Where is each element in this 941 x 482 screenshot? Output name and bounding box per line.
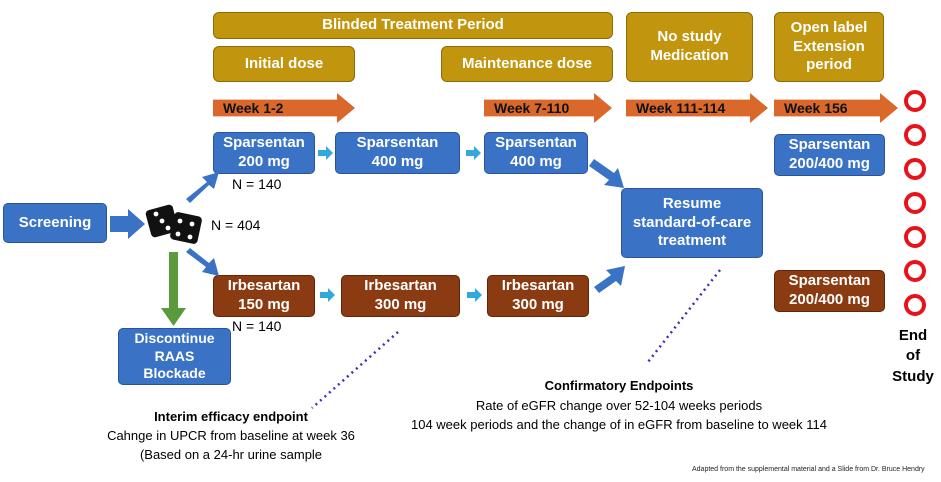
extension-sparsentan-box-top: Sparsentan 200/400 mg — [774, 134, 885, 176]
week-label-4: Week 156 — [784, 100, 848, 116]
dice-to-sparsentan-arrow — [186, 172, 219, 203]
open-label-extension-header: Open label Extension period — [774, 12, 884, 82]
interim-endpoint-block: Interim efficacy endpoint Cahnge in UPCR… — [86, 408, 376, 465]
open-label-line3: period — [806, 56, 852, 74]
sparsentan-200-box: Sparsentan 200 mg — [213, 132, 315, 174]
initial-dose-label: Initial dose — [244, 54, 324, 72]
week-label-3: Week 111-114 — [636, 100, 726, 116]
dice-to-irbesartan-arrow — [186, 248, 219, 276]
sparsentan-200-dose: 200 mg — [238, 153, 290, 170]
sparsentan-n-label: N = 140 — [232, 176, 282, 192]
resume-standard-of-care-box: Resume standard-of-care treatment — [621, 188, 763, 258]
interim-line1-text: Cahnge in UPCR from baseline at week 36 — [107, 427, 355, 443]
no-study-line2: Medication — [650, 47, 729, 64]
sparsentan-400-box-1: Sparsentan 400 mg — [335, 132, 460, 174]
end-marker-circle-2 — [904, 124, 926, 146]
irbesartan-150-name: Irbesartan — [227, 277, 301, 295]
irbesartan-300-name-2: Irbesartan — [501, 277, 575, 295]
initial-dose-header: Initial dose — [213, 46, 355, 82]
sparsentan-to-resume-arrow — [589, 159, 624, 188]
sparsentan-400-dose-1: 400 mg — [371, 153, 424, 170]
confirmatory-line1: Rate of eGFR change over 52-104 weeks pe… — [475, 397, 763, 413]
discontinue-raas-box: Discontinue RAAS Blockade — [118, 328, 231, 385]
irbesartan-300-dose-1: 300 mg — [374, 296, 427, 313]
small-arrow-s1 — [318, 146, 333, 160]
irbesartan-300-name-1: Irbesartan — [364, 277, 437, 295]
end-marker-circle-3 — [904, 158, 926, 180]
resume-line3: treatment — [657, 232, 727, 250]
resume-line2: standard-of-care — [632, 213, 752, 231]
end-line1: End — [898, 327, 928, 344]
end-marker-circle-5 — [904, 226, 926, 248]
small-arrow-s2 — [466, 146, 481, 160]
confirmatory-line2: 104 week periods and the change of in eG… — [410, 417, 827, 432]
sparsentan-400-box-2: Sparsentan 400 mg — [484, 132, 588, 174]
open-label-line1: Open label — [790, 18, 868, 36]
n-total-label: N = 404 — [211, 217, 261, 233]
week-label-2: Week 7-110 — [494, 100, 570, 116]
interim-dotted-line — [311, 331, 399, 409]
screening-box: Screening — [3, 203, 107, 243]
end-marker-circle-4 — [904, 192, 926, 214]
irbesartan-150-dose: 150 mg — [238, 296, 290, 313]
extension-bottom-dose: 200/400 mg — [789, 291, 870, 308]
sparsentan-400-name-1: Sparsentan — [356, 134, 439, 152]
extension-sparsentan-box-bottom: Sparsentan 200/400 mg — [774, 270, 885, 312]
no-study-medication-header: No study Medication — [626, 12, 753, 82]
blinded-period-label: Blinded Treatment Period — [322, 16, 504, 34]
blinded-period-header: Blinded Treatment Period — [213, 12, 613, 39]
irbesartan-n-label: N = 140 — [232, 318, 282, 334]
small-arrow-i1 — [320, 288, 335, 302]
dice-icon — [145, 204, 202, 244]
irbesartan-300-box-1: Irbesartan 300 mg — [341, 275, 460, 317]
week-label-1: Week 1-2 — [223, 100, 284, 116]
end-marker-circle-1 — [904, 90, 926, 112]
irbesartan-150-box: Irbesartan 150 mg — [213, 275, 315, 317]
footnote: Adapted from the supplemental material a… — [692, 466, 925, 473]
extension-bottom-name: Sparsentan — [788, 272, 871, 290]
discontinue-line3: Blockade — [143, 365, 206, 382]
interim-title: Interim efficacy endpoint — [154, 409, 308, 424]
irbesartan-to-resume-arrow — [594, 266, 625, 293]
screening-label: Screening — [18, 213, 92, 231]
discontinue-down-arrow — [161, 252, 186, 326]
end-of-study-label: End of Study — [886, 326, 940, 387]
resume-line1: Resume — [662, 194, 722, 212]
discontinue-line2: RAAS — [154, 347, 195, 364]
sparsentan-400-dose-2: 400 mg — [510, 153, 562, 170]
end-marker-circle-7 — [904, 294, 926, 316]
open-label-line2: Extension — [793, 37, 865, 55]
sparsentan-200-name: Sparsentan — [223, 134, 305, 152]
confirmatory-endpoint-block: Confirmatory Endpoints Rate of eGFR chan… — [372, 376, 866, 435]
maintenance-dose-label: Maintenance dose — [461, 54, 593, 72]
end-line3: Study — [892, 367, 934, 385]
irbesartan-300-box-2: Irbesartan 300 mg — [487, 275, 589, 317]
no-study-line1: No study — [657, 28, 722, 46]
small-arrow-i2 — [467, 288, 482, 302]
screening-arrow — [110, 209, 145, 239]
irbesartan-300-dose-2: 300 mg — [512, 296, 564, 313]
sparsentan-400-name-2: Sparsentan — [495, 134, 577, 152]
discontinue-line1: Discontinue — [134, 330, 215, 347]
confirmatory-dotted-line — [647, 269, 721, 363]
confirmatory-title: Confirmatory Endpoints — [544, 378, 694, 393]
end-marker-circle-6 — [904, 260, 926, 282]
extension-top-dose: 200/400 mg — [789, 155, 870, 172]
interim-line2: (Based on a 24-hr urine sample — [139, 446, 323, 462]
end-line2: of — [905, 347, 921, 365]
extension-top-name: Sparsentan — [788, 136, 871, 154]
interim-line1: Cahnge in UPCR from baseline at week 36 — [86, 427, 376, 446]
maintenance-dose-header: Maintenance dose — [441, 46, 613, 82]
